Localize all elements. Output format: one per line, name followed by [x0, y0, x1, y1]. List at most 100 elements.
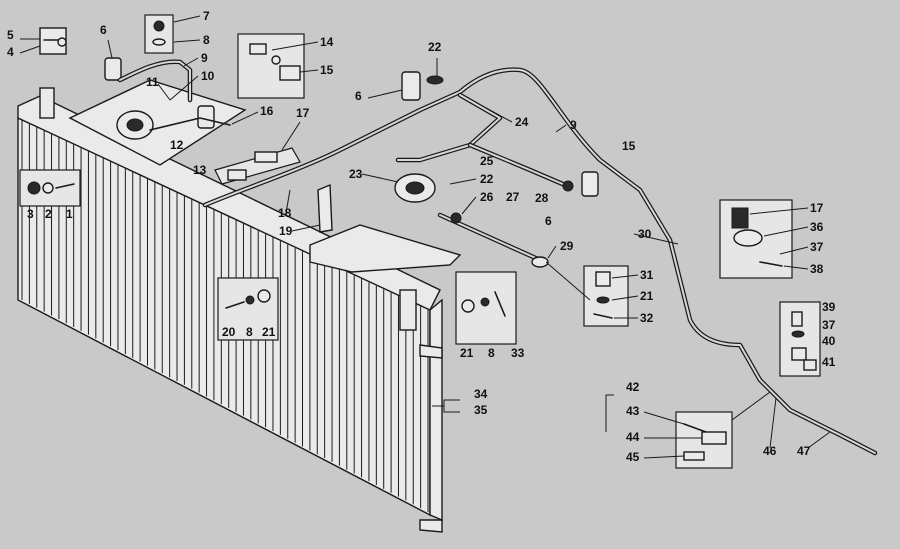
bracket-17 [254, 151, 278, 163]
callout-label-c18: 18 [278, 206, 292, 220]
leader-19 [291, 224, 321, 232]
callout-label-c8b: 8 [246, 325, 253, 339]
callout-label-c14: 14 [320, 35, 334, 49]
callout-label-c16: 16 [260, 104, 274, 118]
callout-label-c44: 44 [626, 430, 640, 444]
clip-40 [791, 347, 807, 361]
bolt-20 [225, 301, 245, 309]
clamp-36 [733, 229, 763, 247]
part-box-20-21 [217, 277, 279, 341]
callout-label-c26: 26 [480, 190, 494, 204]
callout-label-c38: 38 [810, 262, 824, 276]
callout-label-c41: 41 [822, 355, 836, 369]
callout-label-c5: 5 [7, 28, 14, 42]
receiver-drier-6b [581, 171, 599, 197]
clamp-22 [426, 75, 444, 85]
clip-13 [227, 169, 247, 181]
side-mount-tab [419, 344, 443, 359]
center-components [309, 71, 599, 273]
leader-29b [545, 261, 591, 301]
callout-label-c33: 33 [511, 346, 525, 360]
leader-37a [779, 246, 809, 255]
callout-label-c43: 43 [626, 404, 640, 418]
leader-6a [107, 39, 113, 59]
nut-7 [153, 20, 165, 32]
callout-label-c6c: 6 [545, 214, 552, 228]
screw-43 [683, 423, 707, 433]
bracket-19 [309, 224, 462, 273]
leader-26 [461, 196, 477, 215]
callout-label-c20: 20 [222, 325, 236, 339]
leader-4 [19, 45, 41, 54]
callout-label-c19: 19 [279, 224, 293, 238]
expansion-valve-core [405, 181, 425, 195]
callout-label-c27: 27 [506, 190, 520, 204]
pad-45 [683, 451, 705, 461]
leader-36 [763, 226, 809, 237]
callout-label-c12: 12 [170, 138, 184, 152]
screw-32 [593, 313, 613, 319]
washer-2 [42, 182, 54, 194]
leader-14 [271, 41, 319, 51]
callout-label-c39: 39 [822, 300, 836, 314]
callout-label-c1: 1 [66, 207, 73, 221]
compressor-plate-assembly [19, 14, 305, 207]
receiver-drier-center [197, 105, 215, 129]
receiver-drier-left [104, 57, 122, 81]
coupling-29 [531, 256, 549, 268]
callout-label-c6a: 6 [100, 23, 107, 37]
washer-8b [245, 295, 255, 305]
callout-label-c32: 32 [640, 311, 654, 325]
right-upper-bracket [399, 289, 417, 331]
callout-label-c10: 10 [201, 69, 215, 83]
washer-21b [461, 299, 475, 313]
callout-label-c21a: 21 [262, 325, 276, 339]
leader-17b [749, 207, 809, 215]
washer-21 [257, 289, 271, 303]
washer-8c [480, 297, 490, 307]
leader-46 [769, 397, 777, 449]
bolt-39 [791, 311, 803, 327]
plate-line [149, 117, 231, 131]
washer-37 [791, 330, 805, 338]
leader-30 [633, 233, 679, 245]
leader-22b [449, 178, 477, 185]
clamp-44 [701, 431, 727, 445]
callout-label-c31: 31 [640, 268, 654, 282]
mounting-plate [68, 79, 247, 166]
leader-18 [285, 189, 291, 214]
callout-label-c7: 7 [203, 9, 210, 23]
callout-label-c22a: 22 [428, 40, 442, 54]
washer-8 [152, 38, 166, 46]
bolt-33 [494, 291, 506, 317]
o-ring-14 [271, 55, 281, 65]
callout-label-c45: 45 [626, 450, 640, 464]
callout-label-c2: 2 [45, 207, 52, 221]
nut-3 [27, 181, 41, 195]
callout-label-c28: 28 [535, 191, 549, 205]
nut-28 [562, 180, 574, 192]
callout-label-c15a: 15 [320, 63, 334, 77]
bracket-19-arm [317, 183, 333, 233]
bolt-31 [595, 271, 611, 287]
callout-label-c4: 4 [7, 45, 14, 59]
callout-label-c36: 36 [810, 220, 824, 234]
condenser-side-frame [429, 298, 443, 522]
callout-label-c25: 25 [480, 154, 494, 168]
leader-10 [169, 75, 199, 101]
leader-lines [19, 15, 831, 459]
leader-7 [173, 15, 201, 23]
callout-label-c8c: 8 [488, 346, 495, 360]
washer-21c [596, 296, 610, 304]
washer-4 [57, 37, 67, 47]
callout-label-c46: 46 [763, 444, 777, 458]
callout-label-c37b: 37 [822, 318, 836, 332]
callout-label-c23: 23 [349, 167, 363, 181]
compressor-hub [126, 118, 144, 132]
nut-26 [450, 212, 462, 224]
callout-label-c3: 3 [27, 207, 34, 221]
leader-15a [299, 69, 319, 73]
callout-label-c13: 13 [193, 163, 207, 177]
callout-label-c21b: 21 [460, 346, 474, 360]
callout-label-c42: 42 [626, 380, 640, 394]
